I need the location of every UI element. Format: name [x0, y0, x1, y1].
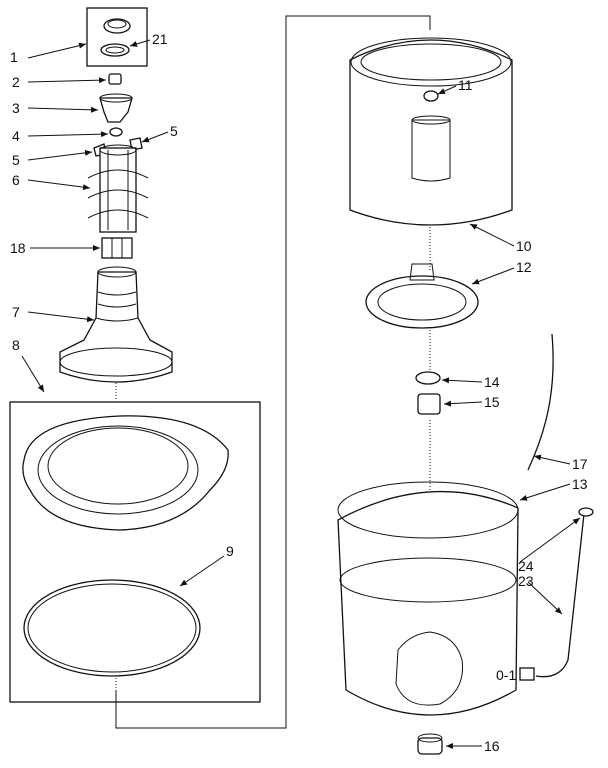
part-21-cap: [103, 18, 131, 34]
part-1-box: [86, 7, 148, 67]
callout-23: 23: [518, 573, 534, 589]
part-13-tub: [337, 490, 519, 716]
leader-lines: [21, 39, 581, 749]
callout-1: 1: [10, 49, 18, 65]
part-14-ring: [415, 371, 441, 385]
part-4-washer: [109, 127, 123, 137]
left-column-parts: [9, 7, 261, 703]
part-18-coupling: [101, 237, 133, 259]
callout-15: 15: [484, 394, 500, 410]
callout-14: 14: [484, 374, 500, 390]
callout-24: 24: [518, 558, 534, 574]
callout-6: 6: [12, 172, 20, 188]
part-11-nut: [423, 90, 439, 102]
callout-17: 17: [572, 456, 588, 472]
part-8-tub-ring: [22, 415, 229, 531]
part-21-ring: [100, 43, 130, 57]
part-12-plate: [365, 275, 479, 329]
callout-4: 4: [12, 128, 20, 144]
part-7-agitator: [59, 271, 173, 383]
part-23-hose: [535, 513, 585, 678]
part-0-1-fitting: [519, 667, 535, 681]
part-8-box: [9, 401, 261, 703]
callout-13: 13: [572, 476, 588, 492]
callout-16: 16: [484, 738, 500, 754]
callout-10: 10: [516, 238, 532, 254]
callout-3: 3: [12, 100, 20, 116]
part-24-clamp: [578, 507, 594, 517]
callout-18: 18: [10, 240, 26, 256]
part-10-basket: [349, 39, 513, 226]
callout-0-1: 0-1: [496, 667, 516, 683]
right-column-parts: [337, 37, 594, 755]
part-15-hub: [417, 393, 441, 415]
part-2: [108, 73, 122, 85]
callout-5-left: 5: [12, 152, 20, 168]
callout-2: 2: [12, 74, 20, 90]
part-17-hose: [527, 333, 554, 471]
callout-12: 12: [516, 259, 532, 275]
callout-7: 7: [12, 304, 20, 320]
callout-11: 11: [458, 77, 473, 93]
callout-5-right: 5: [170, 123, 178, 139]
callout-9: 9: [226, 543, 234, 559]
part-16-plug: [417, 737, 443, 755]
callout-8: 8: [12, 337, 20, 353]
part-9-gasket: [23, 579, 201, 677]
callout-21: 21: [152, 31, 168, 47]
callout-labels: 1 21 2 3 4 5 5 6 18 7 8 9 11 10 12 14 15…: [10, 31, 588, 754]
